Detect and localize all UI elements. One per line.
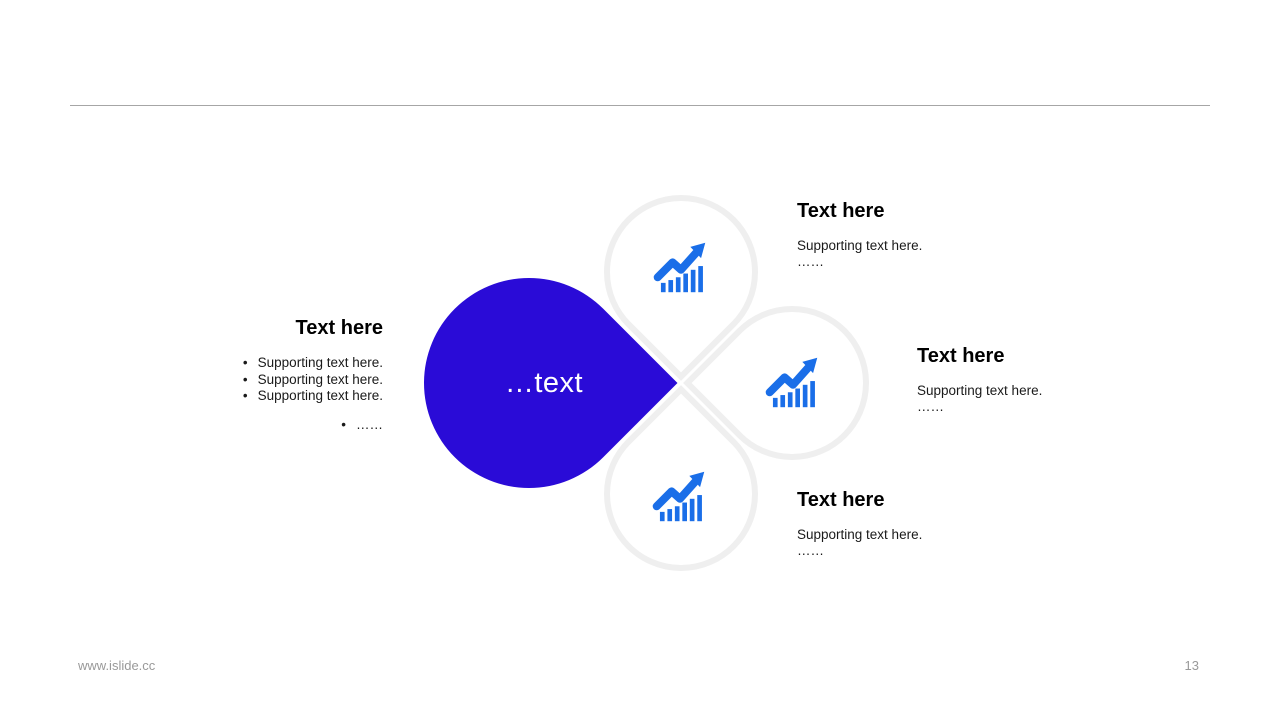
bullet-marker: •: [341, 416, 346, 432]
callout-bottom-right: Text here Supporting text here. ……: [797, 489, 1047, 559]
bullet-item: • Supporting text here.: [133, 355, 383, 372]
callout-body: Supporting text here.: [917, 383, 1043, 398]
bullet-marker: •: [242, 355, 248, 370]
bullet-text: ……: [356, 416, 383, 432]
bullet-item: • Supporting text here.: [133, 388, 383, 405]
top-divider-line: [70, 105, 1210, 106]
center-label: …text: [504, 366, 584, 399]
callout-more: ……: [797, 254, 824, 269]
callout-left-heading: Text here: [295, 317, 383, 339]
bullet-item-more: • ……: [133, 417, 383, 434]
callout-heading: Text here: [797, 200, 885, 222]
bullet-marker: •: [242, 371, 248, 387]
bullet-item: • Supporting text here.: [133, 372, 383, 389]
bullet-marker: •: [242, 388, 248, 403]
callout-heading: Text here: [917, 345, 1005, 367]
bullet-text: Supporting text here.: [257, 371, 383, 387]
callout-middle-right: Text here Supporting text here. ……: [917, 345, 1167, 415]
callout-top-right: Text here Supporting text here. ……: [797, 200, 1047, 270]
bullet-text: Supporting text here.: [257, 355, 383, 370]
callout-heading: Text here: [797, 489, 885, 511]
bullet-text: Supporting text here.: [257, 388, 383, 403]
footer-website: www.islide.cc: [78, 658, 156, 673]
callout-body: Supporting text here.: [797, 238, 923, 253]
callout-more: ……: [797, 543, 824, 558]
growth-chart-icon: [652, 470, 708, 522]
callout-more: ……: [917, 399, 944, 414]
callout-body: Supporting text here.: [797, 527, 923, 542]
page-number: 13: [1184, 658, 1199, 673]
growth-chart-icon: [765, 356, 821, 408]
callout-left: Text here • Supporting text here. • Suppor…: [133, 317, 383, 433]
growth-chart-icon: [653, 241, 709, 293]
